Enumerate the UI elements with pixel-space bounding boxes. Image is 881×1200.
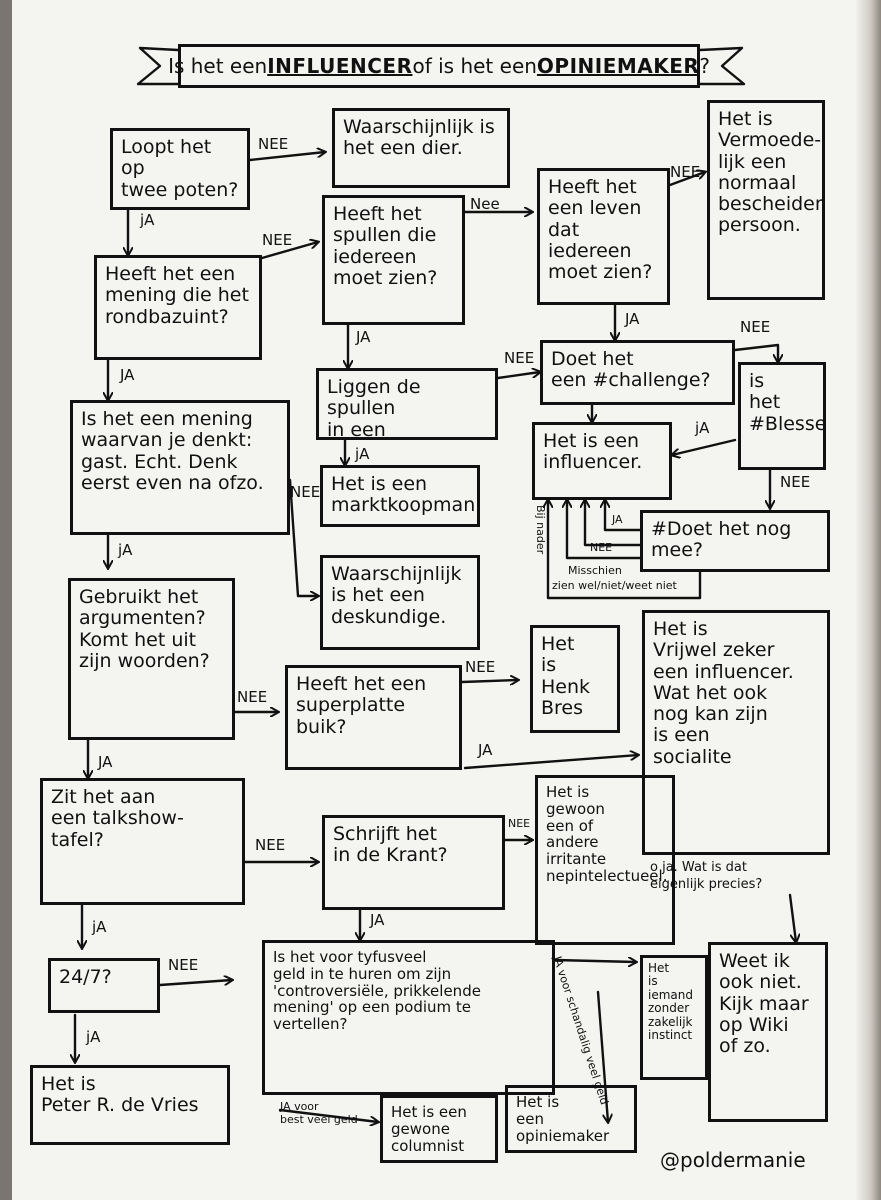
arrow-doet-mee-nee <box>585 500 642 547</box>
arrow-doet-mee-ja <box>605 500 642 532</box>
title-word-opiniemaker: OPINIEMAKER <box>536 54 700 78</box>
node-doet-mee: #Doet het nog mee? <box>640 510 830 572</box>
node-bescheiden: Het is Vermoede- lijk een normaal besche… <box>707 100 825 300</box>
label-nee: NEE <box>508 817 531 830</box>
label-ja-upper: JA <box>98 753 113 771</box>
arrow-kraampje-nee <box>496 372 540 380</box>
node-mening: Heeft het een mening die het rondbazuint… <box>94 255 262 360</box>
title-pre: Is het een <box>168 54 268 78</box>
node-blessed: is het #Blessed? <box>738 362 826 470</box>
node-zeker-influencer: Het is Vrijwel zeker een influencer. Wat… <box>642 610 830 855</box>
label-nee: NEE <box>255 836 286 854</box>
label-nee: NEE <box>262 231 293 249</box>
arrow-gast-nee <box>288 478 318 596</box>
node-tyfusveel: Is het voor tyfusveel geld in te huren o… <box>262 940 555 1095</box>
title-mid: of is het een <box>412 54 537 78</box>
banner-right-tail <box>698 46 746 86</box>
node-dier: Waarschijnlijk is het een dier. <box>332 108 510 188</box>
title-post: ? <box>699 54 710 78</box>
arrow-tyfusveel-zakelijk <box>553 960 636 962</box>
arrow-doet-mee-misschien <box>567 500 642 560</box>
node-columnist: Het is een gewone columnist <box>380 1095 498 1163</box>
label-ja-upper: JA <box>120 366 135 384</box>
title-banner: Is het een INFLUENCER of is het een OPIN… <box>168 44 710 88</box>
node-argumenten: Gebruikt het argumenten? Komt het uit zi… <box>68 578 235 740</box>
label-nee: NEE <box>740 318 771 336</box>
node-twee-poten: Loopt het op twee poten? <box>110 128 250 210</box>
node-buik: Heeft het een superplatte buik? <box>285 665 462 770</box>
node-wiki: Weet ik ook niet. Kijk maar op Wiki of z… <box>708 942 828 1122</box>
label-nee: NEE <box>465 658 496 676</box>
label-ja-upper: JA <box>625 310 640 328</box>
arrow-buik-nee <box>460 680 518 682</box>
paper-sheet <box>12 0 881 1200</box>
node-247: 24/7? <box>48 958 160 1013</box>
node-influencer: Het is een influencer. <box>532 422 672 500</box>
label-ja-upper: JA <box>356 328 371 346</box>
arrow-247-nee <box>158 980 232 987</box>
node-henk: Het is Henk Bres <box>530 625 620 733</box>
node-leven: Heeft het een leven dat iedereen moet zi… <box>537 168 670 305</box>
node-gast: Is het een mening waarvan je denkt: gast… <box>70 400 290 535</box>
label-nee: NEE <box>780 473 811 491</box>
arrow-buik-ja <box>463 755 638 770</box>
label-oja: o ja. Wat is dat eigenlijk precies? <box>650 860 763 892</box>
node-zakelijk: Het is iemand zonder zakelijk instinct <box>640 955 708 1080</box>
label-ja: jA <box>86 1028 101 1046</box>
label-ja: jA <box>140 211 155 229</box>
node-deskundige: Waarschijnlijk is het een deskundige. <box>320 555 480 650</box>
node-peter: Het is Peter R. de Vries <box>30 1065 230 1145</box>
arrow-mening-nee <box>260 242 318 260</box>
node-nepintellectueel: Het is gewoon een of andere irritante ne… <box>535 775 675 945</box>
label-ja: jA <box>92 918 107 936</box>
label-ja-upper: JA <box>370 911 385 929</box>
author-handle: @poldermanie <box>660 1148 806 1172</box>
label-nee: NEE <box>168 956 199 974</box>
arrow-blessed-ja <box>672 438 737 455</box>
label-ja: jA <box>355 445 370 463</box>
node-spullen: Heeft het spullen die iedereen moet zien… <box>322 195 465 325</box>
arrow-leven-nee <box>668 172 705 187</box>
label-nee: NEE <box>670 163 701 181</box>
label-ja-voor-best: JA voor best veel geld <box>280 1100 358 1127</box>
node-opiniemaker: Het is een opiniemaker <box>505 1085 637 1153</box>
node-challenge: Doet het een #challenge? <box>540 340 735 405</box>
label-ja-upper: JA <box>612 513 623 526</box>
label-nee: NEE <box>504 349 535 367</box>
label-nee: NEE <box>590 541 613 554</box>
label-nee: NEE <box>258 135 289 153</box>
label-nee: NEE <box>290 483 321 501</box>
title-word-influencer: INFLUENCER <box>267 54 413 78</box>
label-ja: jA <box>695 419 710 437</box>
banner-left-tail <box>136 46 180 86</box>
label-nee: NEE <box>237 688 268 706</box>
label-bij-nader: Bij nader <box>534 505 547 555</box>
node-marktkoopman: Het is een marktkoopman. <box>320 465 480 527</box>
label-zien-wel-niet: zien wel/niet/weet niet <box>552 579 677 592</box>
paper-edge-shadow <box>855 0 881 1200</box>
arrow-twee-poten-nee <box>248 152 325 162</box>
node-talkshow: Zit het aan een talkshow- tafel? <box>40 778 245 905</box>
arrow-oja <box>788 893 796 942</box>
label-ja-upper: JA <box>478 741 493 759</box>
node-kraampje: Liggen de spullen in een kraampje? <box>316 368 498 440</box>
arrow-tyfusveel-best <box>278 1108 378 1122</box>
arrow-challenge-nee <box>733 343 778 362</box>
node-krant: Schrijft het in de Krant? <box>322 815 505 910</box>
arrow-doet-mee-zien <box>548 500 702 600</box>
arrow-tyfusveel-schandalig <box>596 990 608 1122</box>
label-misschien: Misschien <box>568 564 622 577</box>
label-nee-lower: Nee <box>470 195 500 213</box>
label-ja: jA <box>118 541 133 559</box>
